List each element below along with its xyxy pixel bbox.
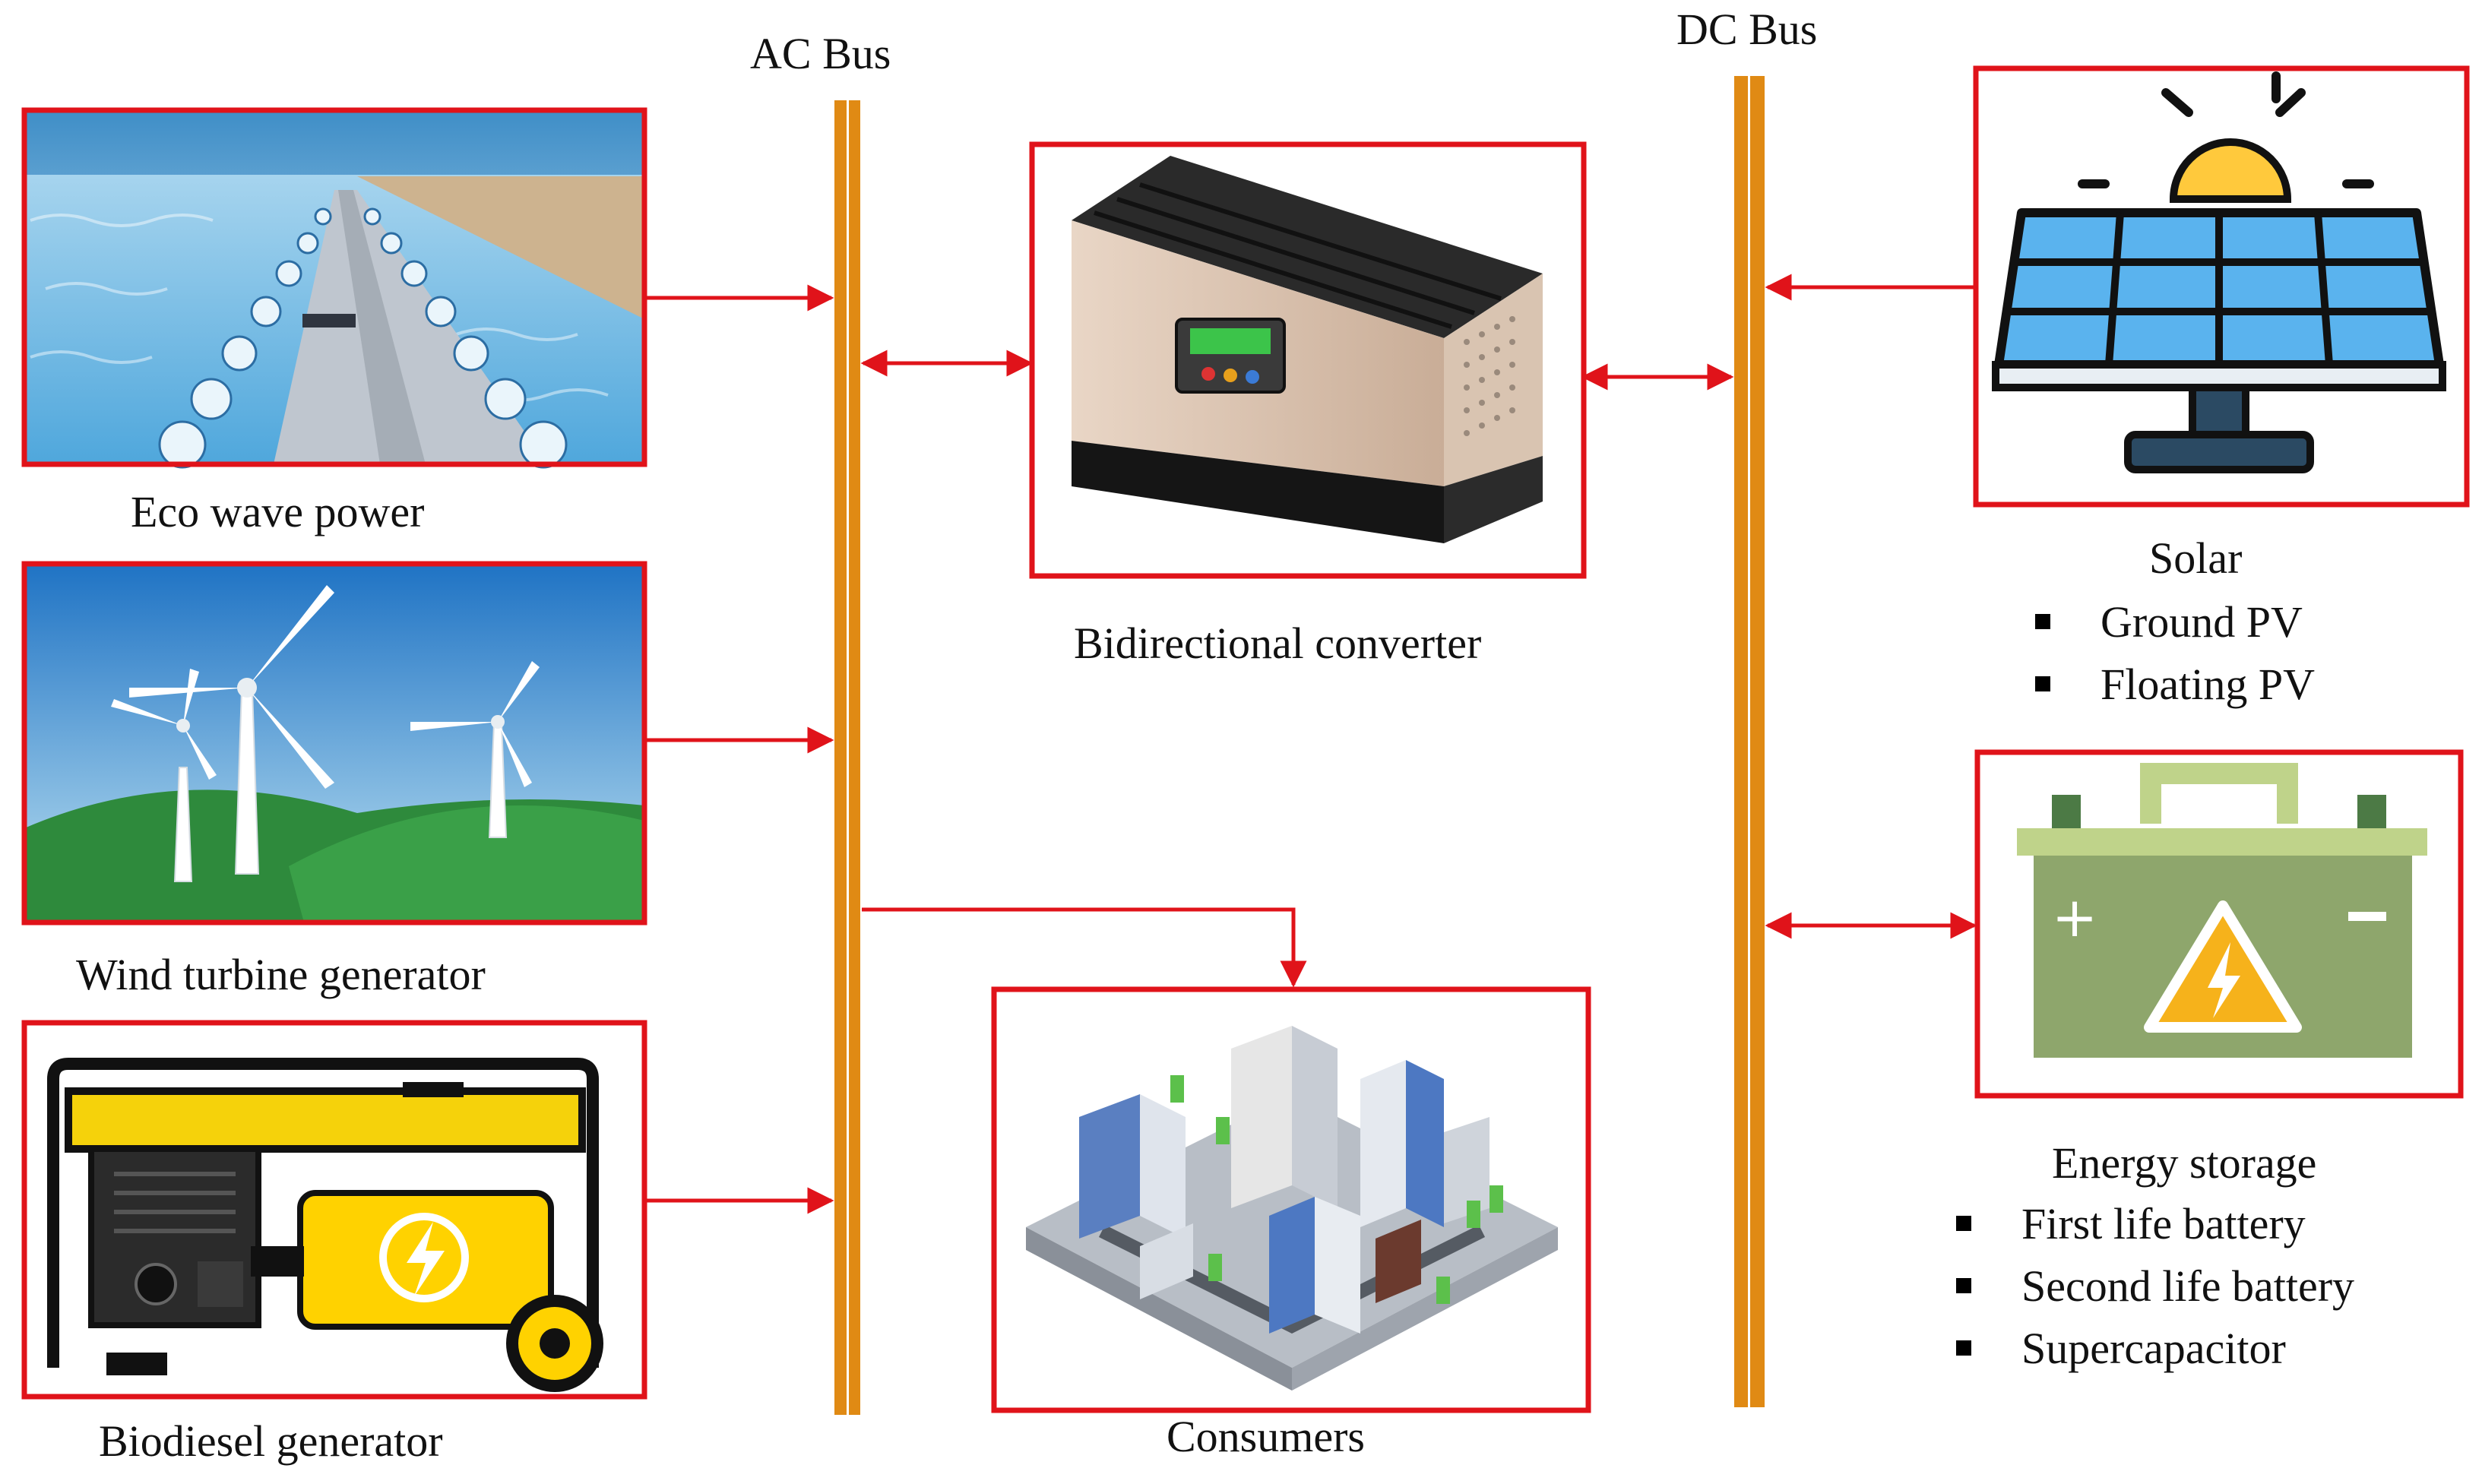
wave-label: Eco wave power xyxy=(131,487,425,536)
generator-icon xyxy=(21,1020,647,1400)
battery-icon: + xyxy=(1974,749,2464,1099)
ac-bus-label: AC Bus xyxy=(750,29,891,78)
wind-label: Wind turbine generator xyxy=(76,950,486,999)
dc-bus xyxy=(1734,76,1765,1407)
converter-label: Bidirectional converter xyxy=(1074,619,1482,668)
inverter-icon xyxy=(1029,141,1587,579)
consumers-label: Consumers xyxy=(1167,1412,1365,1461)
solar-items-list: Ground PV Floating PV xyxy=(2025,591,2315,716)
solar-panel-icon xyxy=(1973,65,2470,508)
storage-item: First life battery xyxy=(1945,1193,2354,1255)
solar-label: Solar xyxy=(2149,533,2243,583)
dc-bus-label: DC Bus xyxy=(1676,5,1818,54)
arrow-ac-to-consumers xyxy=(862,907,1307,988)
storage-label: Energy storage xyxy=(2052,1138,2317,1188)
solar-item: Floating PV xyxy=(2025,653,2315,716)
wave-power-plant-icon xyxy=(21,107,647,469)
solar-item: Ground PV xyxy=(2025,591,2315,653)
city-icon xyxy=(991,986,1591,1413)
ac-bus xyxy=(834,100,860,1415)
wind-turbines-icon xyxy=(21,561,647,926)
storage-items-list: First life battery Second life battery S… xyxy=(1945,1193,2354,1380)
svg-text:+: + xyxy=(2052,885,2097,949)
storage-item: Second life battery xyxy=(1945,1255,2354,1318)
biodiesel-label: Biodiesel generator xyxy=(99,1416,443,1466)
storage-item: Supercapacitor xyxy=(1945,1318,2354,1380)
